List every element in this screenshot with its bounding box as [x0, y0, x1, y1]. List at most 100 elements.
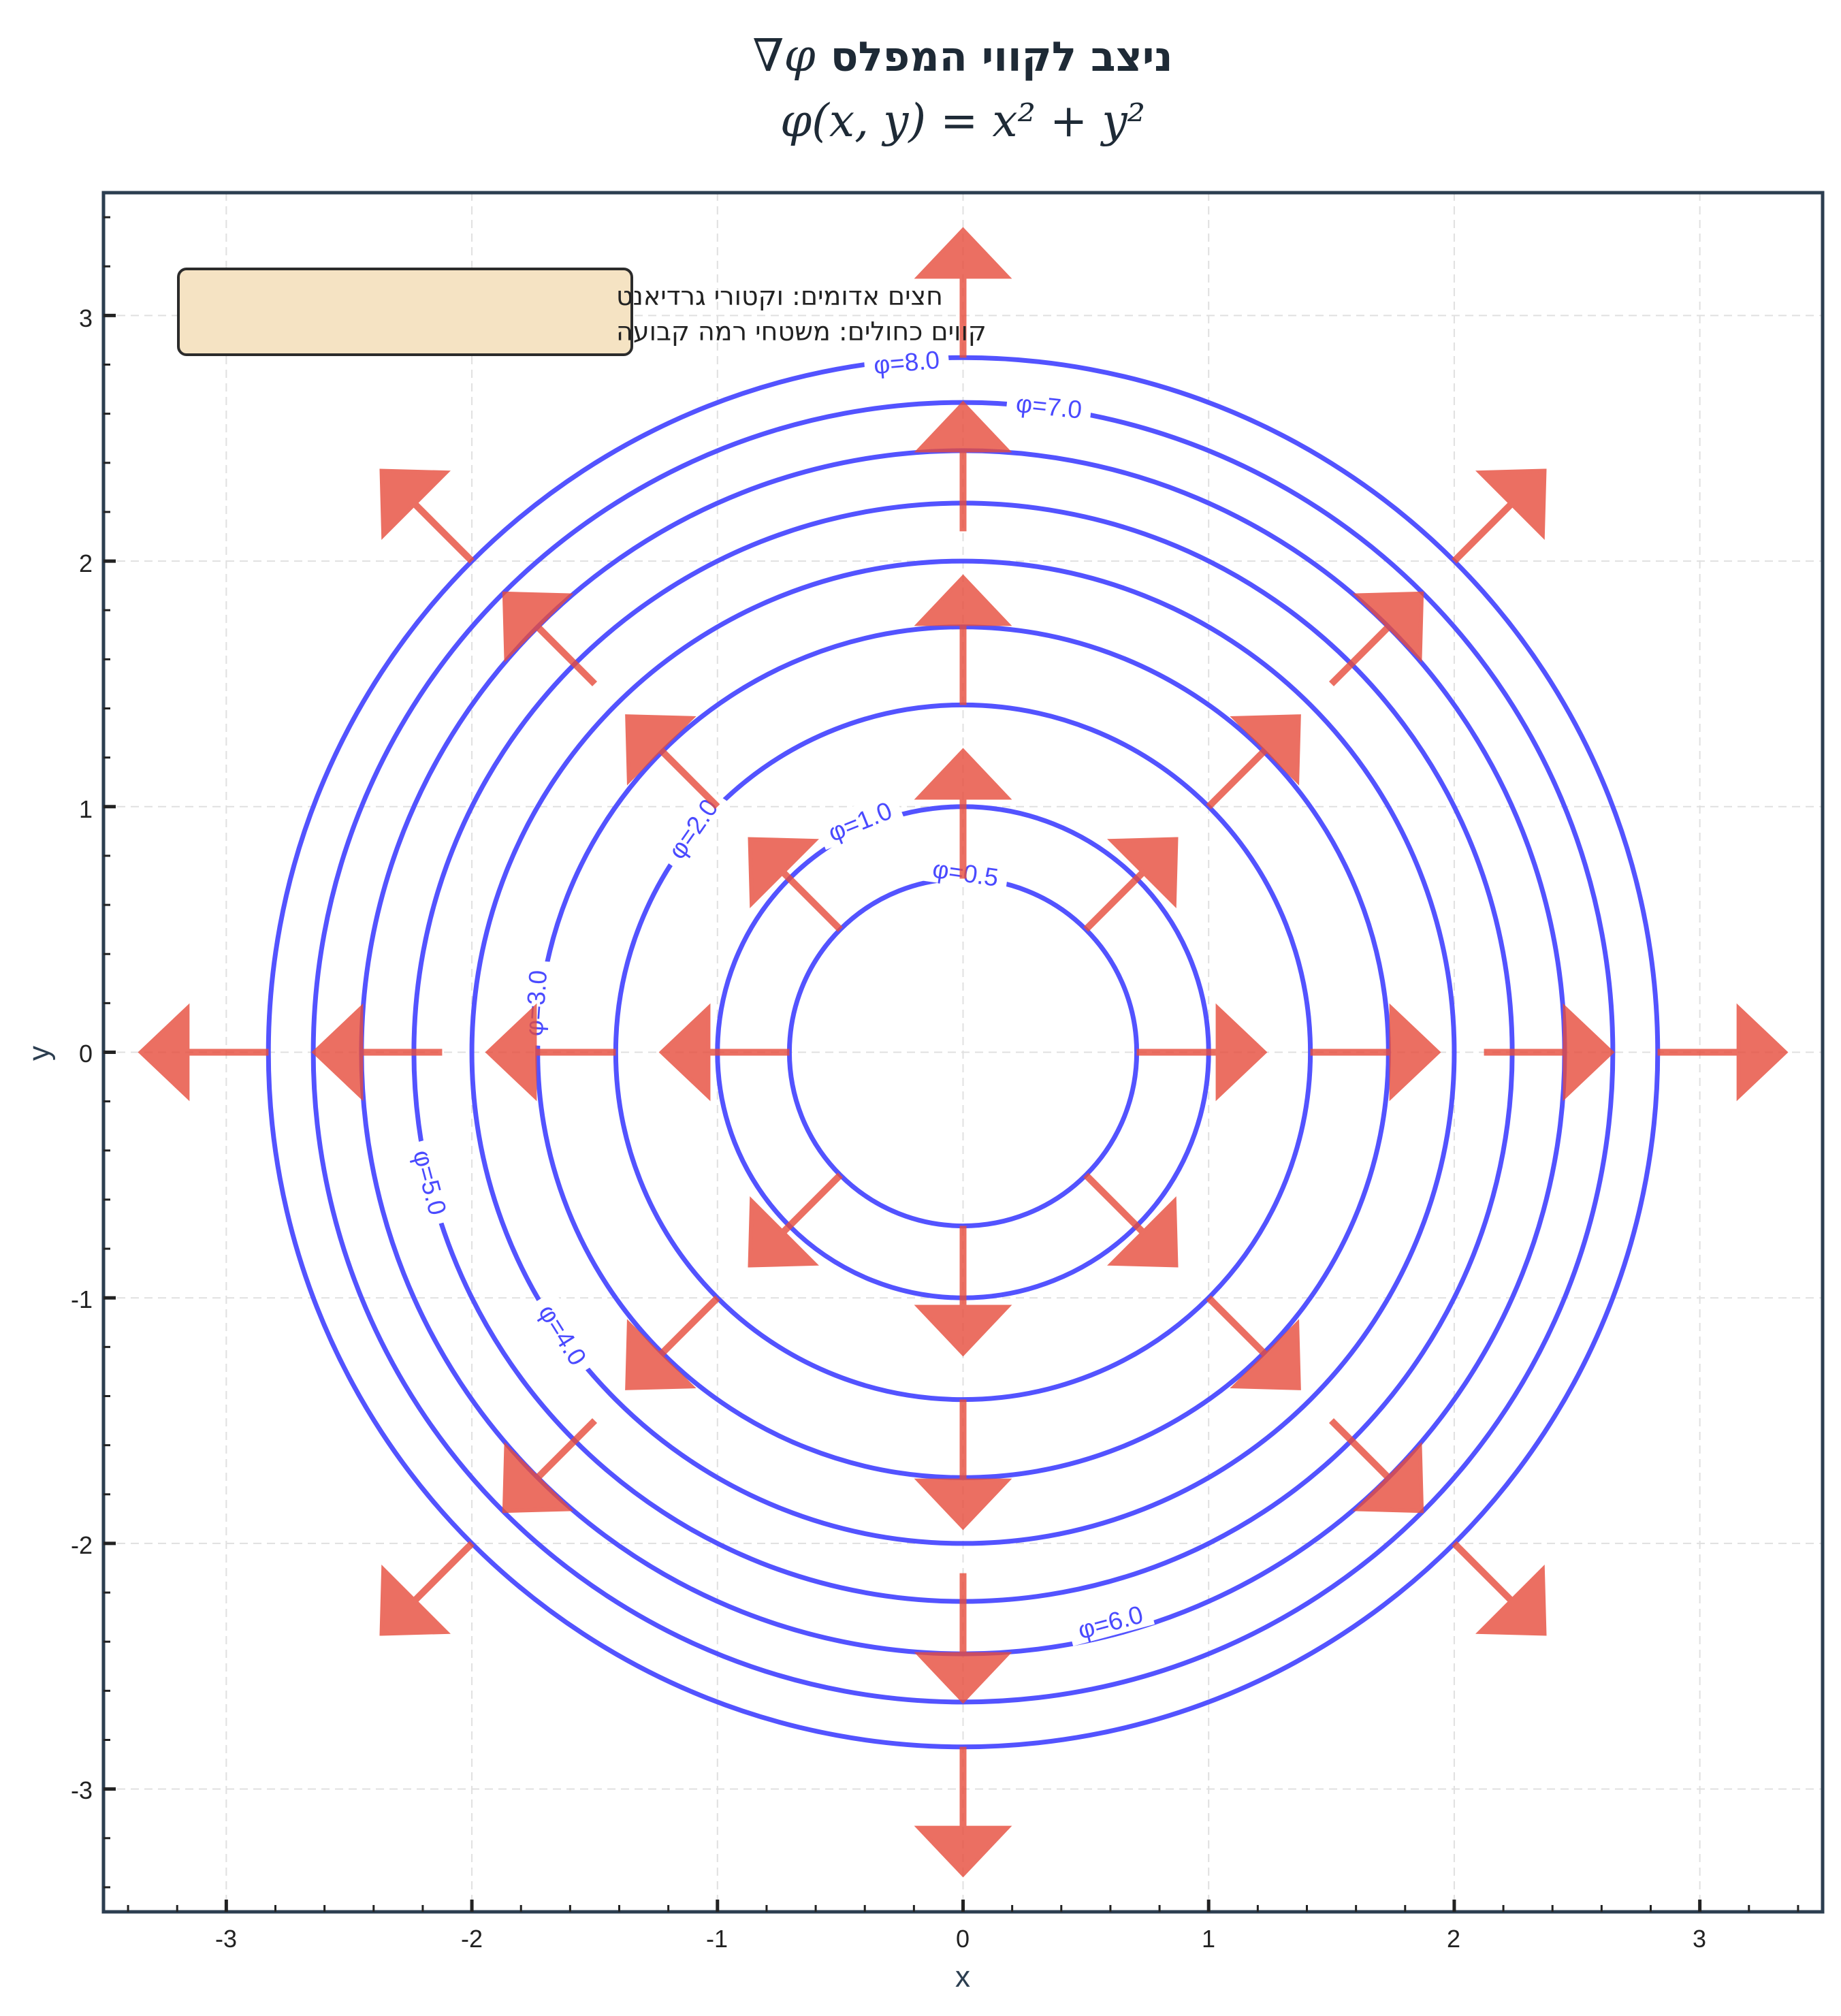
x-tick-label: -3	[215, 1925, 237, 1953]
gradient-arrow	[748, 837, 843, 932]
arrow-head	[1352, 1441, 1424, 1514]
contour-label-gap	[406, 1137, 457, 1227]
x-tick-label: 3	[1693, 1925, 1706, 1953]
contour-label-gap	[863, 342, 950, 380]
arrow-head	[914, 1825, 1012, 1878]
arrow-shaft	[1452, 501, 1514, 564]
x-tick-labels: -3 -2 -1 0 1 2 3	[215, 1925, 1706, 1953]
arrow-head	[379, 468, 451, 540]
arrow-shaft	[1452, 1541, 1514, 1603]
arrow-shaft	[1206, 747, 1268, 810]
arrow-head	[914, 1305, 1012, 1357]
contour-label-gap	[814, 790, 904, 850]
arrow-head	[658, 1003, 711, 1102]
arrow-head	[1107, 1196, 1179, 1268]
title-line-2: φ(x, y) = x² + y²	[780, 95, 1145, 147]
gradient-arrow	[625, 1295, 720, 1390]
arrow-shaft	[534, 624, 598, 687]
gradient-arrow	[311, 1003, 443, 1102]
x-tick-label: 0	[956, 1925, 970, 1953]
gradient-arrow	[1484, 1003, 1615, 1102]
gradient-arrow	[485, 1003, 616, 1102]
gradient-arrow	[502, 1418, 598, 1514]
annotation-line-arrows: חצים אדומים: וקטורי גרדיאנט	[616, 281, 943, 311]
arrow-head	[1107, 837, 1179, 908]
arrow-shaft	[412, 1541, 475, 1603]
gradient-arrow	[1328, 591, 1424, 687]
title-math-nabla-phi: ∇φ	[752, 29, 815, 82]
gradient-arrow	[502, 591, 598, 687]
arrow-head	[1352, 591, 1424, 663]
arrow-shaft	[1328, 624, 1392, 687]
chart-title: ∇φ ניצב לקווי המפלס φ(x, y) = x² + y²	[752, 29, 1172, 147]
y-tick-label: 1	[79, 795, 93, 823]
contour-label-text: φ=7.0	[1014, 389, 1083, 424]
arrow-shaft	[1328, 1418, 1392, 1481]
arrow-head	[1475, 1565, 1547, 1636]
arrow-head	[914, 574, 1012, 626]
arrow-head	[1736, 1003, 1789, 1102]
arrow-head	[1389, 1003, 1441, 1102]
annotation-background	[177, 268, 633, 356]
arrow-head	[1475, 468, 1547, 540]
arrow-head	[1563, 1003, 1615, 1102]
arrow-head	[625, 1319, 697, 1390]
gradient-arrow	[914, 1399, 1012, 1531]
arrow-shaft	[1083, 869, 1146, 932]
x-tick-label: -2	[461, 1925, 483, 1953]
arrow-shaft	[780, 869, 843, 932]
arrow-head	[914, 1478, 1012, 1531]
y-tick-labels: 3 2 1 0 -1 -2 -3	[71, 304, 93, 1804]
annotation-box: חצים אדומים: וקטורי גרדיאנט קווים כחולים…	[177, 268, 987, 356]
arrow-head	[748, 837, 819, 908]
arrow-head	[138, 1003, 190, 1102]
gradient-arrow	[625, 714, 720, 810]
arrow-head	[914, 227, 1012, 279]
gradient-arrow	[748, 1172, 843, 1268]
gradient-arrow	[379, 1541, 475, 1636]
contour-label-gap	[528, 1290, 599, 1378]
x-tick-label: 2	[1447, 1925, 1460, 1953]
arrow-head	[1215, 1003, 1268, 1102]
gradient-arrow	[1657, 1003, 1789, 1102]
gradient-arrow	[914, 1226, 1012, 1357]
contour-label-gap	[1065, 1595, 1155, 1646]
annotation-line-contours: קווים כחולים: משטחי רמה קבועה	[616, 317, 987, 347]
arrow-shaft	[658, 1295, 720, 1358]
axis-ticks	[103, 216, 1799, 1912]
arrow-head	[748, 1196, 819, 1268]
y-tick-label: -1	[71, 1285, 93, 1313]
arrow-head	[914, 748, 1012, 800]
y-tick-label: 0	[79, 1040, 93, 1068]
y-tick-label: 2	[79, 549, 93, 577]
gradient-arrow	[1206, 714, 1301, 810]
gradient-arrow	[1083, 837, 1179, 932]
y-tick-label: -2	[71, 1531, 93, 1559]
arrow-shaft	[412, 501, 475, 564]
arrow-head	[311, 1003, 364, 1102]
arrow-head	[1230, 714, 1301, 786]
arrow-head	[914, 400, 1012, 453]
contour-circle	[469, 558, 1457, 1546]
y-axis-label: y	[22, 1046, 56, 1061]
x-axis-label: x	[955, 1960, 970, 1994]
gradient-arrow	[1136, 1003, 1268, 1102]
contour-label-gap	[1005, 385, 1093, 425]
arrow-head	[502, 1441, 574, 1514]
gradient-arrow	[1310, 1003, 1441, 1102]
arrow-head	[625, 714, 697, 786]
arrow-shaft	[534, 1418, 598, 1481]
gradient-arrow	[138, 1003, 269, 1102]
contour-label: φ=7.0	[1005, 385, 1093, 425]
gradient-arrow	[1452, 468, 1547, 564]
y-tick-label: 3	[79, 304, 93, 332]
arrow-head	[502, 591, 574, 663]
arrow-head	[914, 1652, 1012, 1704]
gradient-arrow	[914, 1746, 1012, 1878]
arrow-shaft	[658, 747, 720, 810]
arrow-shaft	[780, 1172, 843, 1235]
gradient-arrow	[1083, 1172, 1179, 1268]
arrow-shaft	[1206, 1295, 1268, 1358]
arrow-shaft	[1083, 1172, 1146, 1235]
